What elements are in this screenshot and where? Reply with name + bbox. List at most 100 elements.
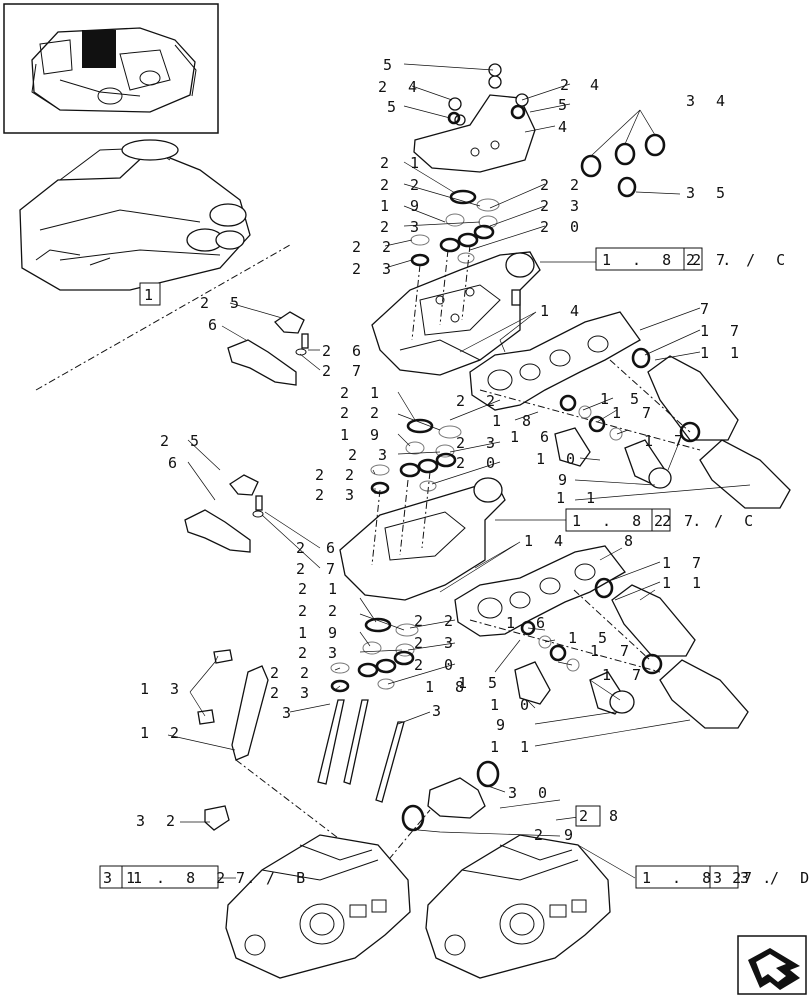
- base-block-left: [225, 834, 411, 979]
- upper-manifold: [469, 311, 791, 509]
- label: 1 7: [590, 642, 635, 660]
- label: 9: [496, 716, 511, 734]
- next-page-arrow-icon[interactable]: [737, 935, 807, 995]
- label: 3 0: [508, 784, 553, 802]
- cover-plate: [413, 63, 536, 173]
- label: 2 1: [340, 384, 385, 402]
- label: 2 5: [200, 294, 245, 312]
- label: 2 4: [378, 78, 423, 96]
- label: 2 0: [414, 656, 459, 674]
- label: 2 2: [540, 176, 585, 194]
- label: 1 9: [380, 197, 425, 215]
- ref-br-mid: 3 7: [713, 869, 758, 887]
- ref-mid-code: 1 . 8 2 .: [572, 512, 707, 530]
- label: 3 4: [686, 92, 731, 110]
- middle-manifold: [454, 545, 749, 729]
- label: 3: [432, 702, 447, 720]
- label: 2 9: [534, 826, 579, 844]
- middle-lever: [184, 474, 264, 553]
- label: 1 2: [140, 724, 185, 742]
- label: 5: [383, 56, 398, 74]
- label: 2 3: [352, 260, 397, 278]
- label: 1 4: [540, 302, 585, 320]
- label: 2 3: [270, 684, 315, 702]
- assembled-valve-stack: [19, 139, 291, 391]
- label: 1 7: [602, 666, 647, 684]
- label: 1 7: [700, 322, 745, 340]
- ref-top-suffix: 2 7 / C: [686, 251, 791, 269]
- ref-top-code: 1 . 8 2 .: [602, 251, 737, 269]
- label: 2 3: [456, 434, 501, 452]
- label: 2 2: [456, 392, 501, 410]
- label: 1 1: [490, 738, 535, 756]
- label: 2 3: [315, 486, 360, 504]
- label: 2 5: [160, 432, 205, 450]
- middle-spools: [514, 620, 635, 715]
- label: 3: [282, 704, 297, 722]
- ref-br-code: 1 . 8 2 .: [642, 869, 777, 887]
- upper-spools: [554, 394, 672, 489]
- o-rings-34-35: [580, 109, 681, 198]
- upper-lever: [227, 311, 309, 386]
- label: 2 3: [380, 218, 425, 236]
- label: 3 2: [136, 812, 181, 830]
- label: 1 8: [492, 412, 537, 430]
- upper-seals: [410, 189, 500, 267]
- leader-lines: [167, 63, 751, 879]
- ref-mid-suffix: 2 7 / C: [654, 512, 759, 530]
- label: 2 0: [540, 218, 585, 236]
- label: 4: [558, 118, 573, 136]
- label: 1 5: [458, 674, 503, 692]
- ref-center-label: 2 8: [579, 807, 624, 825]
- label: 1 3: [140, 680, 185, 698]
- middle-valve-section: [339, 471, 506, 601]
- label: 1 7: [644, 432, 689, 450]
- label: 1 0: [536, 450, 581, 468]
- label: 1 0: [490, 696, 535, 714]
- bracket-rods: [197, 649, 431, 871]
- label: 1 7: [612, 404, 657, 422]
- label: 1 7: [662, 554, 707, 572]
- label: 1 4: [524, 532, 569, 550]
- label: 2 1: [380, 154, 425, 172]
- label: 2 3: [414, 634, 459, 652]
- label: 2 7: [296, 560, 341, 578]
- label: 1 5: [568, 629, 613, 647]
- label: 2 3: [298, 644, 343, 662]
- label: 1 6: [510, 428, 555, 446]
- label: 2 3: [540, 197, 585, 215]
- label: 2 2: [352, 238, 397, 256]
- label: 1 1: [556, 489, 601, 507]
- ref-br-suffix: 3 / D: [740, 869, 812, 887]
- label: 2 3: [348, 446, 393, 464]
- label: 6: [168, 454, 183, 472]
- label: 2 2: [315, 466, 360, 484]
- label: 2 2: [414, 612, 459, 630]
- label: 1 5: [600, 390, 645, 408]
- label: 2 2: [340, 404, 385, 422]
- label: 2 6: [322, 342, 367, 360]
- label: 2 0: [456, 454, 501, 472]
- label: 2 6: [296, 539, 341, 557]
- label: 6: [208, 316, 223, 334]
- label: 2 2: [298, 602, 343, 620]
- valve-block-thumbnail-icon[interactable]: [3, 3, 219, 134]
- label: 1 1: [662, 574, 707, 592]
- label: 8: [624, 532, 639, 550]
- label: 2 2: [380, 176, 425, 194]
- base-block-right: [425, 834, 611, 979]
- label: 1 8: [425, 678, 470, 696]
- label: 1 9: [298, 624, 343, 642]
- label: 1 9: [340, 426, 385, 444]
- upper-valve-section: [371, 244, 541, 376]
- label: 3 5: [686, 184, 731, 202]
- label: 5: [558, 96, 573, 114]
- lower-seals: [330, 617, 419, 693]
- ref-bl-suffix: 7 / B: [236, 869, 311, 887]
- ref-bl-prefix: 3 1: [103, 869, 148, 887]
- label: 2 7: [322, 362, 367, 380]
- label: 2 2: [270, 664, 315, 682]
- group-ref-label: 1: [144, 286, 159, 304]
- fitting-29-30: [401, 760, 500, 832]
